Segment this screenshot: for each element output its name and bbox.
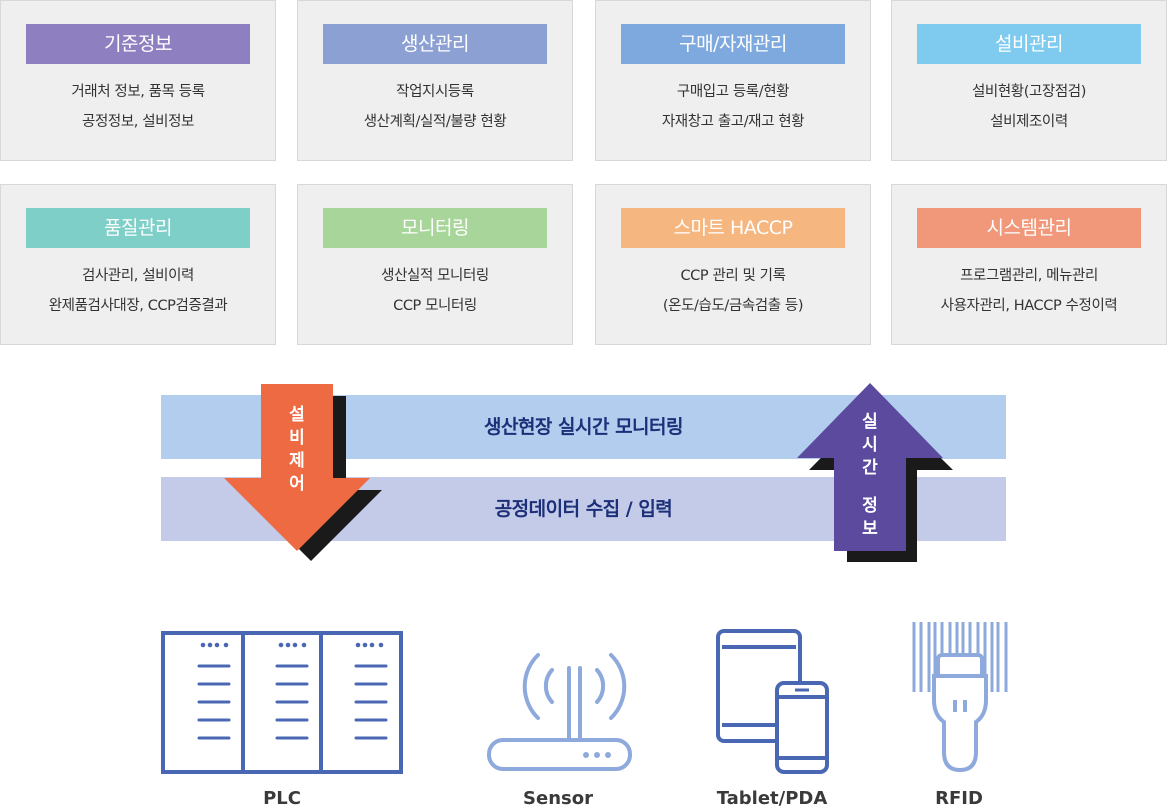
module-desc-line: 작업지시등록 xyxy=(396,84,474,100)
sensor-status-lights xyxy=(583,752,611,758)
plc-indicator-dots xyxy=(200,642,384,648)
module-card-production: 생산관리 작업지시등록 생산계획/실적/불량 현황 xyxy=(297,0,573,161)
module-card-basic-info: 기준정보 거래처 정보, 품목 등록 공정정보, 설비정보 xyxy=(0,0,276,161)
device-label-plc: PLC xyxy=(263,788,301,809)
module-desc-line: 구매입고 등록/현황 xyxy=(676,84,790,100)
module-title: 생산관리 xyxy=(323,24,547,64)
module-title: 설비관리 xyxy=(917,24,1141,64)
module-card-system: 시스템관리 프로그램관리, 메뉴관리 사용자관리, HACCP 수정이력 xyxy=(891,184,1167,345)
module-title: 품질관리 xyxy=(26,208,250,248)
module-desc-line: 거래처 정보, 품목 등록 xyxy=(71,84,205,100)
module-desc-line: CCP 모니터링 xyxy=(393,298,477,314)
down-arrow-label: 설비제어 xyxy=(289,405,305,494)
module-card-purchasing: 구매/자재관리 구매입고 등록/현황 자재창고 출고/재고 현황 xyxy=(595,0,871,161)
up-arrow-label-line2: 정보 xyxy=(862,496,878,539)
tablet-phone-icon xyxy=(716,629,829,774)
device-label-tablet-pda: Tablet/PDA xyxy=(716,788,828,809)
module-desc-line: 자재창고 출고/재고 현황 xyxy=(661,114,805,130)
module-desc-line: 생산계획/실적/불량 현황 xyxy=(363,114,507,130)
module-title: 시스템관리 xyxy=(917,208,1141,248)
module-title: 모니터링 xyxy=(323,208,547,248)
rfid-scanner-body xyxy=(932,653,988,773)
module-desc-line: 사용자관리, HACCP 수정이력 xyxy=(940,298,1118,314)
module-desc-line: 설비현황(고장점검) xyxy=(971,84,1087,100)
module-desc-line: 프로그램관리, 메뉴관리 xyxy=(960,268,1098,284)
plc-cabinet-icon xyxy=(161,631,403,774)
up-arrow-label-line1: 실시간 xyxy=(862,412,878,478)
module-desc-line: CCP 관리 및 기록 xyxy=(680,268,786,284)
module-desc-line: 설비제조이력 xyxy=(990,114,1068,130)
device-label-rfid: RFID xyxy=(935,788,983,809)
device-label-sensor: Sensor xyxy=(523,788,593,809)
module-card-smart-haccp: 스마트 HACCP CCP 관리 및 기록 (온도/습도/금속검출 등) xyxy=(595,184,871,345)
module-desc-line: 공정정보, 설비정보 xyxy=(82,114,194,130)
module-desc-line: 완제품검사대장, CCP검증결과 xyxy=(48,298,228,314)
module-desc-line: 검사관리, 설비이력 xyxy=(82,268,194,284)
module-card-monitoring: 모니터링 생산실적 모니터링 CCP 모니터링 xyxy=(297,184,573,345)
module-card-equipment: 설비관리 설비현황(고장점검) 설비제조이력 xyxy=(891,0,1167,161)
module-desc-line: (온도/습도/금속검출 등) xyxy=(662,298,804,314)
realtime-info-up-arrow xyxy=(797,383,943,551)
module-title: 구매/자재관리 xyxy=(621,24,845,64)
equipment-control-down-arrow xyxy=(224,384,370,551)
module-title: 스마트 HACCP xyxy=(621,208,845,248)
module-title: 기준정보 xyxy=(26,24,250,64)
module-desc-line: 생산실적 모니터링 xyxy=(381,268,489,284)
module-card-quality: 품질관리 검사관리, 설비이력 완제품검사대장, CCP검증결과 xyxy=(0,184,276,345)
wireless-sensor-icon xyxy=(487,653,632,771)
